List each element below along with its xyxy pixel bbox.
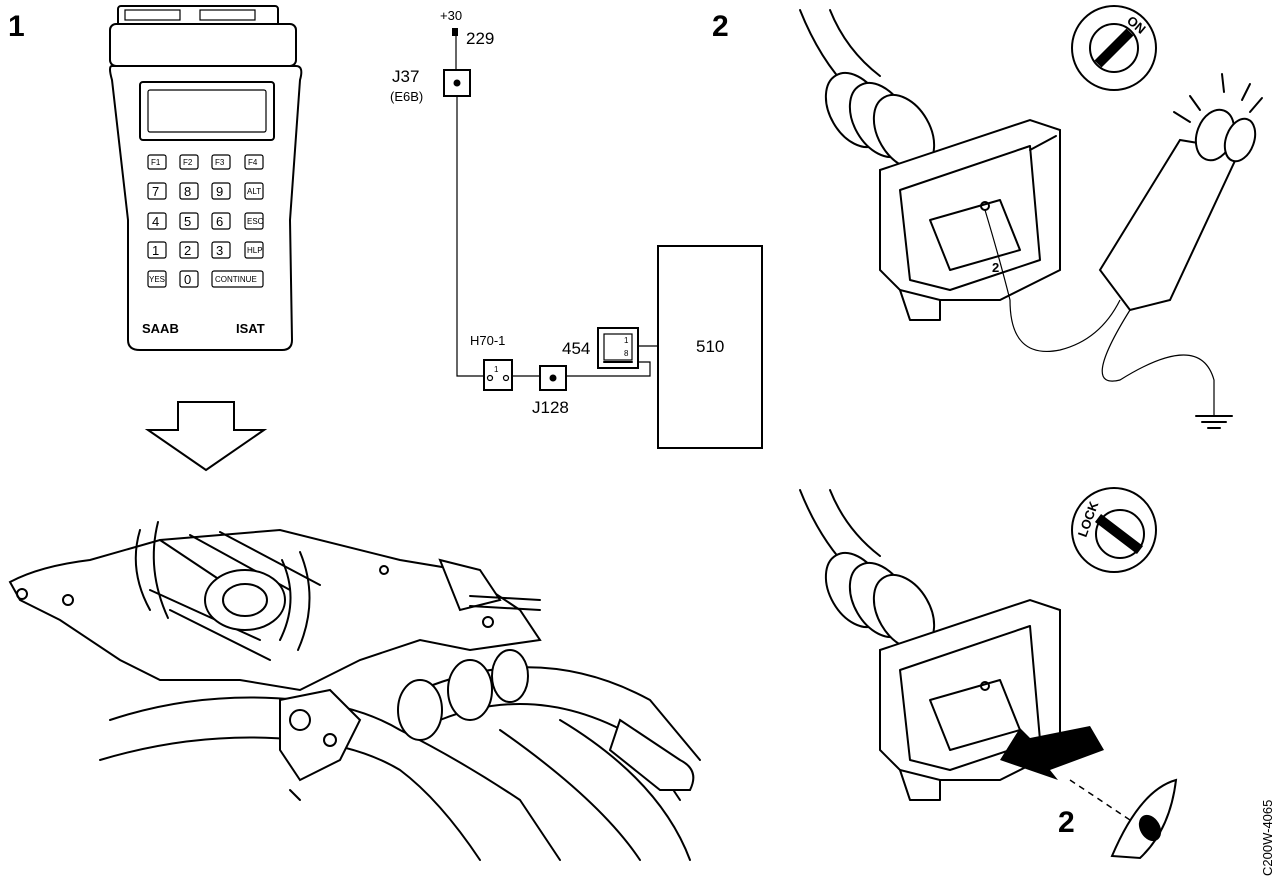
connector-test-lower: 2 LOCK [799, 487, 1178, 860]
key-2: 2 [184, 243, 191, 258]
tester-brand: SAAB [142, 321, 179, 336]
connector-454-label: 454 [562, 339, 590, 358]
tester-model: ISAT [236, 321, 265, 336]
keypad: F1 F2 F3 F4 7 8 9 ALT 4 5 6 ESC [147, 154, 264, 288]
junction-j128-label: J128 [532, 398, 569, 417]
connector-454-pin-8: 8 [624, 349, 629, 358]
key-7: 7 [152, 184, 159, 199]
key-9: 9 [216, 184, 223, 199]
callout-2-upper: 2 [992, 260, 999, 275]
junction-j37-label: J37 [392, 67, 419, 86]
callout-2-lower: 2 [1058, 806, 1075, 839]
key-esc: ESC [247, 217, 264, 226]
key-f2: F2 [183, 158, 193, 167]
connector-h70 [483, 359, 513, 391]
junction-j37-sub-label: (E6B) [390, 89, 423, 104]
key-f3: F3 [215, 158, 225, 167]
wiring-diagram: +30 229 J37 (E6B) H70-1 1 J128 454 1 8 6 [390, 8, 763, 449]
key-alt: ALT [247, 187, 261, 196]
connector-h70-label: H70-1 [470, 333, 505, 348]
connector-h70-pin: 1 [494, 365, 499, 374]
inspect-arrow-icon [1000, 726, 1104, 780]
key-3: 3 [216, 243, 223, 258]
key-5: 5 [184, 214, 191, 229]
key-yes: YES [149, 275, 165, 284]
control-unit-510 [657, 245, 763, 449]
panel-2-number: 2 [712, 10, 729, 43]
engine-intake-illustration [8, 521, 701, 861]
key-f4: F4 [248, 158, 258, 167]
fuse-label: 229 [466, 29, 494, 48]
connector-454-pin-1: 1 [624, 336, 629, 345]
key-f1: F1 [151, 158, 161, 167]
key-6: 6 [216, 214, 223, 229]
key-4: 4 [152, 214, 159, 229]
key-hlp: HLP [247, 246, 263, 255]
key-1: 1 [152, 243, 159, 258]
down-arrow-icon [144, 401, 268, 472]
key-continue: CONTINUE [215, 275, 257, 284]
connector-test-upper: 2 ON [799, 5, 1263, 429]
key-8: 8 [184, 184, 191, 199]
figure-id: C200W-4065 [1260, 800, 1275, 876]
isat-tester: F1 F2 F3 F4 7 8 9 ALT 4 5 6 ESC [109, 5, 303, 351]
supply-label: +30 [440, 8, 462, 23]
panel-1-number: 1 [8, 10, 25, 43]
key-0: 0 [184, 272, 191, 287]
control-unit-510-label: 510 [696, 337, 724, 356]
